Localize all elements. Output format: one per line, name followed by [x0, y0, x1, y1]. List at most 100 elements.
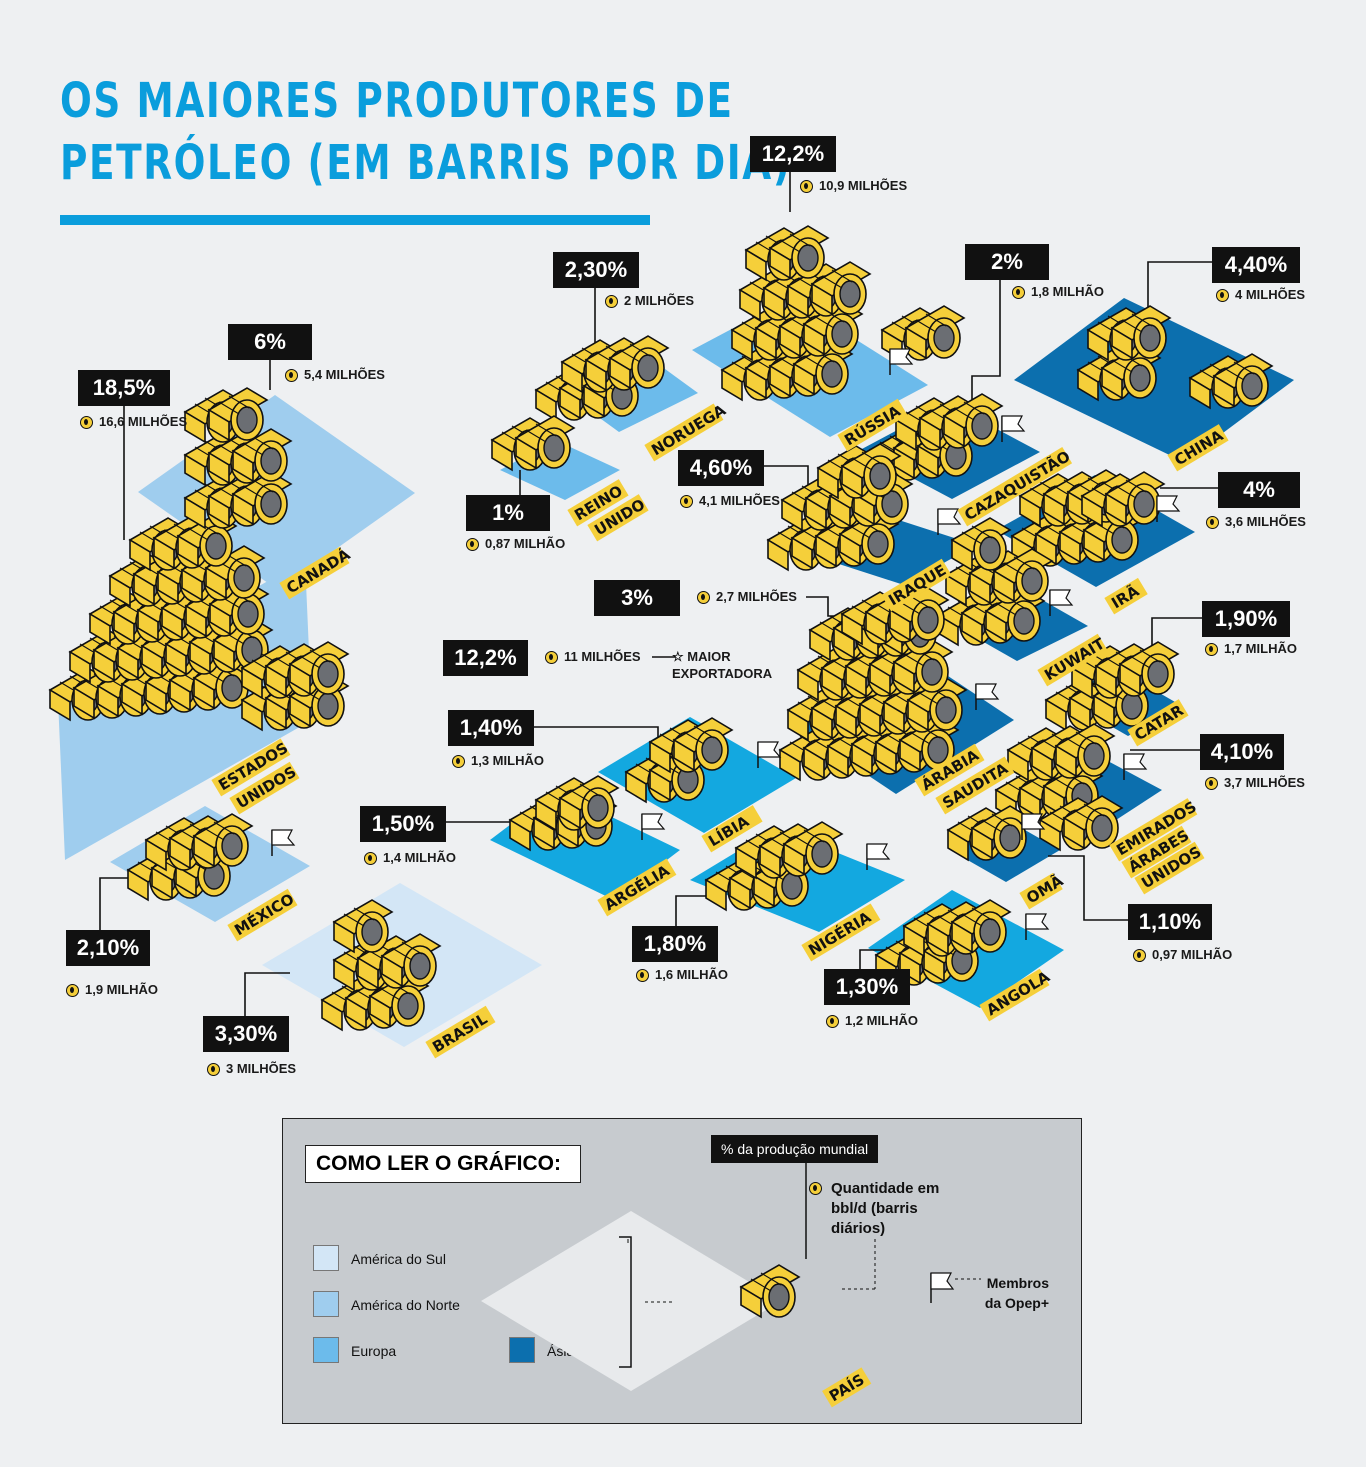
legend-diagram: PAÍS	[481, 1163, 981, 1408]
name-highlight	[1127, 699, 1189, 747]
barrels-ira	[1010, 469, 1166, 568]
white-flag-icon	[1025, 913, 1050, 940]
barrels-nigeria	[704, 821, 844, 912]
name-highlight	[881, 558, 952, 612]
barrels-china	[1076, 305, 1274, 410]
barrel-icon	[1118, 641, 1180, 696]
oil-drop-icon	[364, 852, 377, 865]
oil-drop-icon	[1205, 777, 1218, 790]
legend-swatch	[313, 1337, 339, 1363]
oil-drop-icon	[1216, 289, 1229, 302]
barrel-icon	[892, 639, 954, 694]
qty-noruega: 2 MILHÕES	[605, 292, 694, 310]
barrel-icon	[810, 261, 872, 316]
barrel-icon	[1104, 471, 1166, 526]
barrel-icon	[950, 517, 1012, 572]
name-highlight	[701, 805, 763, 853]
legend-barrel	[739, 1264, 801, 1319]
pct-libia: 1,40%	[448, 710, 534, 746]
qty-russia: 10,9 MILHÕES	[800, 177, 907, 195]
pct-arabia: 12,2%	[443, 640, 528, 676]
barrel-icon	[288, 641, 350, 696]
barrel-icon	[782, 821, 844, 876]
name-highlight	[425, 1005, 496, 1059]
name-highlight	[1121, 825, 1192, 879]
name-oma: OMÃ	[1019, 871, 1067, 910]
white-flag-icon	[757, 741, 782, 768]
pct-ira: 4%	[1218, 472, 1300, 508]
oil-drop-icon	[207, 1063, 220, 1076]
legend-pct-label: % da produção mundial	[711, 1135, 879, 1163]
barrel-icon	[950, 899, 1012, 954]
barrels-angola	[874, 899, 1012, 987]
name-highlight	[597, 858, 677, 917]
barrel-groups	[48, 225, 1274, 1032]
barrels-noruega	[534, 335, 670, 422]
oil-drop-icon	[800, 180, 813, 193]
pct-iraque: 4,60%	[678, 450, 764, 486]
legend-flag-icon	[930, 1272, 955, 1303]
pct-oma: 1,10%	[1128, 904, 1212, 940]
name-highlight	[935, 756, 1015, 815]
title-underline	[60, 215, 650, 225]
qty-oma: 0,97 MILHÃO	[1133, 946, 1232, 964]
name-highlight	[1037, 633, 1108, 687]
white-flag-icon	[1001, 415, 1026, 442]
qty-iraque: 4,1 MILHÕES	[680, 492, 780, 510]
barrel-icon	[1212, 353, 1274, 408]
name-highlight	[837, 398, 908, 452]
pct-noruega: 2,30%	[553, 252, 639, 288]
pct-reino_unido: 1%	[466, 495, 550, 531]
oil-drop-icon	[680, 495, 693, 508]
pct-russia: 12,2%	[750, 136, 836, 172]
barrels-brasil	[320, 899, 442, 1032]
pct-china: 4,40%	[1212, 247, 1300, 283]
barrels-kuwait	[936, 517, 1054, 647]
barrel-icon	[608, 335, 670, 390]
barrels-iraque	[766, 443, 914, 572]
qty-china: 4 MILHÕES	[1216, 286, 1305, 304]
legend-title: COMO LER O GRÁFICO:	[305, 1145, 581, 1183]
barrel-icon	[192, 813, 254, 868]
name-highlight	[279, 546, 350, 600]
pct-mexico: 2,10%	[66, 930, 150, 966]
qty-angola: 1,2 MILHÃO	[826, 1012, 918, 1030]
name-highlight	[1109, 798, 1198, 862]
qty-mexico: 1,9 MILHÃO	[66, 981, 158, 999]
barrels-arabia	[778, 587, 968, 782]
pct-catar: 1,90%	[1202, 601, 1290, 637]
opec-flags	[271, 348, 1181, 940]
name-highlight	[211, 738, 291, 797]
oil-drop-icon	[452, 755, 465, 768]
barrels-mexico	[126, 813, 254, 902]
oil-drop-icon	[636, 969, 649, 982]
qty-argelia: 1,4 MILHÃO	[364, 849, 456, 867]
barrel-icon	[992, 548, 1054, 603]
barrel-icon	[888, 587, 950, 642]
white-flag-icon	[641, 813, 666, 840]
pct-eua: 18,5%	[78, 370, 170, 406]
name-highlight	[644, 403, 724, 462]
oil-drop-icon	[1133, 949, 1146, 962]
legend-country-name: PAÍS	[822, 1367, 872, 1408]
name-highlight	[567, 479, 629, 527]
white-flag-icon	[866, 843, 891, 870]
oil-drop-icon	[1012, 286, 1025, 299]
barrel-icon	[176, 513, 238, 568]
barrels-catar	[1044, 641, 1180, 732]
oil-drop-icon	[466, 538, 479, 551]
barrels-eua	[48, 513, 350, 732]
barrel-icon	[1054, 723, 1116, 778]
barrel-icon	[1062, 795, 1124, 850]
oil-drop-icon	[1206, 516, 1219, 529]
qty-canada: 5,4 MILHÕES	[285, 366, 385, 384]
oil-drop-icon	[826, 1015, 839, 1028]
name-highlight	[1134, 841, 1205, 895]
qty-catar: 1,7 MILHÃO	[1205, 640, 1297, 658]
barrel-icon	[768, 225, 830, 280]
pct-argelia: 1,50%	[360, 806, 446, 842]
barrel-icon	[514, 415, 576, 470]
